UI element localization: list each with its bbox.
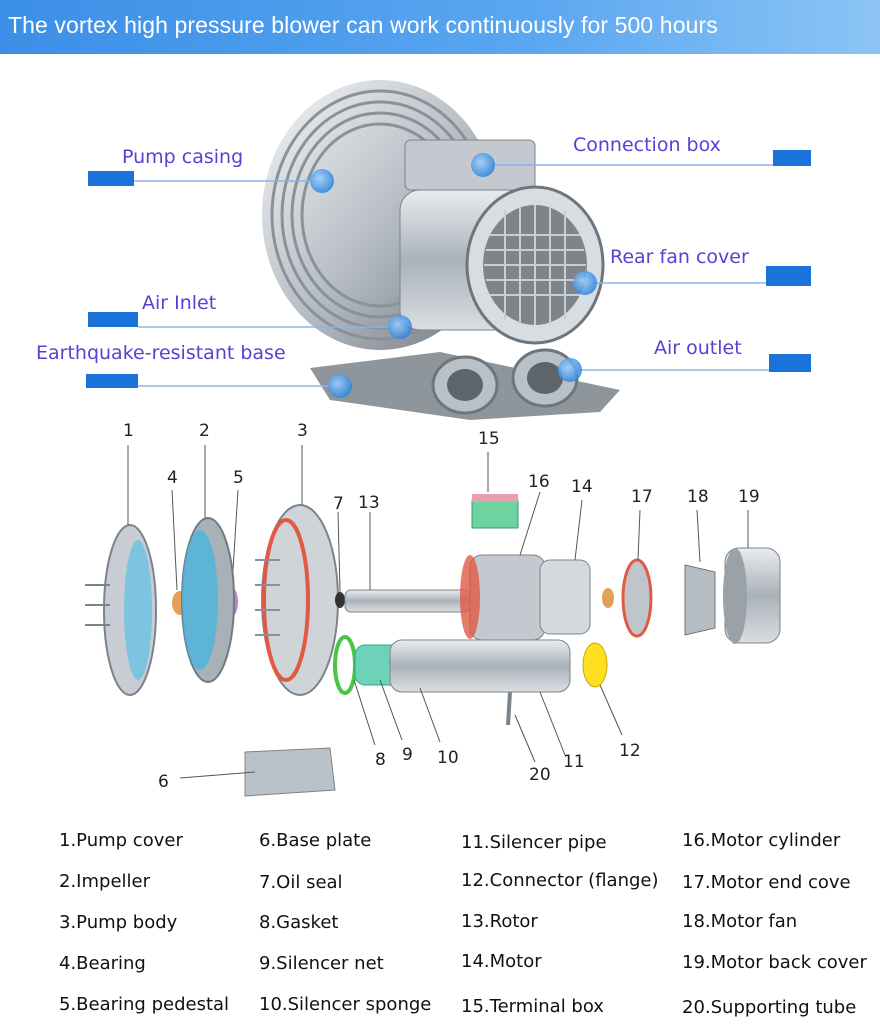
part-number: 15	[478, 429, 500, 449]
part-number: 14	[571, 477, 593, 497]
legend-item: 8.Gasket	[259, 912, 339, 933]
part-number: 19	[738, 487, 760, 507]
legend-item: 11.Silencer pipe	[461, 832, 607, 853]
legend-item: 16.Motor cylinder	[682, 830, 841, 851]
part-number: 18	[687, 487, 709, 507]
legend-item: 7.Oil seal	[259, 872, 343, 893]
title-banner: The vortex high pressure blower can work…	[0, 0, 880, 54]
exploded-view	[85, 445, 781, 797]
legend-item: 10.Silencer sponge	[259, 994, 432, 1015]
part-number: 11	[563, 752, 585, 772]
legend-item: 3.Pump body	[59, 912, 178, 933]
banner-title: The vortex high pressure blower can work…	[8, 12, 718, 38]
assembled-blower	[262, 80, 620, 420]
legend-item: 18.Motor fan	[682, 911, 798, 932]
part-number: 3	[297, 421, 308, 441]
legend-item: 17.Motor end cove	[682, 872, 851, 893]
legend-item: 5.Bearing pedestal	[59, 994, 230, 1015]
callout-air-inlet: Air Inlet	[142, 292, 217, 314]
legend-item: 6.Base plate	[259, 830, 372, 851]
part-number: 20	[529, 765, 551, 785]
part-number: 5	[233, 468, 244, 488]
legend-item: 1.Pump cover	[59, 830, 183, 851]
legend-item: 20.Supporting tube	[682, 997, 857, 1018]
part-number: 8	[375, 750, 386, 770]
legend-item: 19.Motor back cover	[682, 952, 867, 973]
part-number: 6	[158, 772, 169, 792]
callout-pump-casing: Pump casing	[122, 146, 244, 168]
legend-item: 12.Connector (flange)	[461, 870, 659, 891]
part-number: 7	[333, 494, 344, 514]
callout-rear-fan-cover: Rear fan cover	[610, 246, 749, 268]
part-number: 1	[123, 421, 134, 441]
legend-item: 9.Silencer net	[259, 953, 384, 974]
part-number: 10	[437, 748, 459, 768]
callout-air-outlet: Air outlet	[654, 337, 742, 359]
part-number: 2	[199, 421, 210, 441]
part-number: 12	[619, 741, 641, 761]
callout-connection-box: Connection box	[573, 134, 721, 156]
legend-item: 14.Motor	[461, 951, 542, 972]
legend-item: 4.Bearing	[59, 953, 146, 974]
part-number: 4	[167, 468, 178, 488]
callout-markers	[86, 150, 811, 398]
part-number: 17	[631, 487, 653, 507]
legend-item: 15.Terminal box	[461, 996, 604, 1017]
callout-base: Earthquake-resistant base	[36, 342, 286, 364]
part-number: 16	[528, 472, 550, 492]
legend-item: 13.Rotor	[461, 911, 538, 932]
legend-item: 2.Impeller	[59, 871, 150, 892]
part-number: 13	[358, 493, 380, 513]
part-number: 9	[402, 745, 413, 765]
